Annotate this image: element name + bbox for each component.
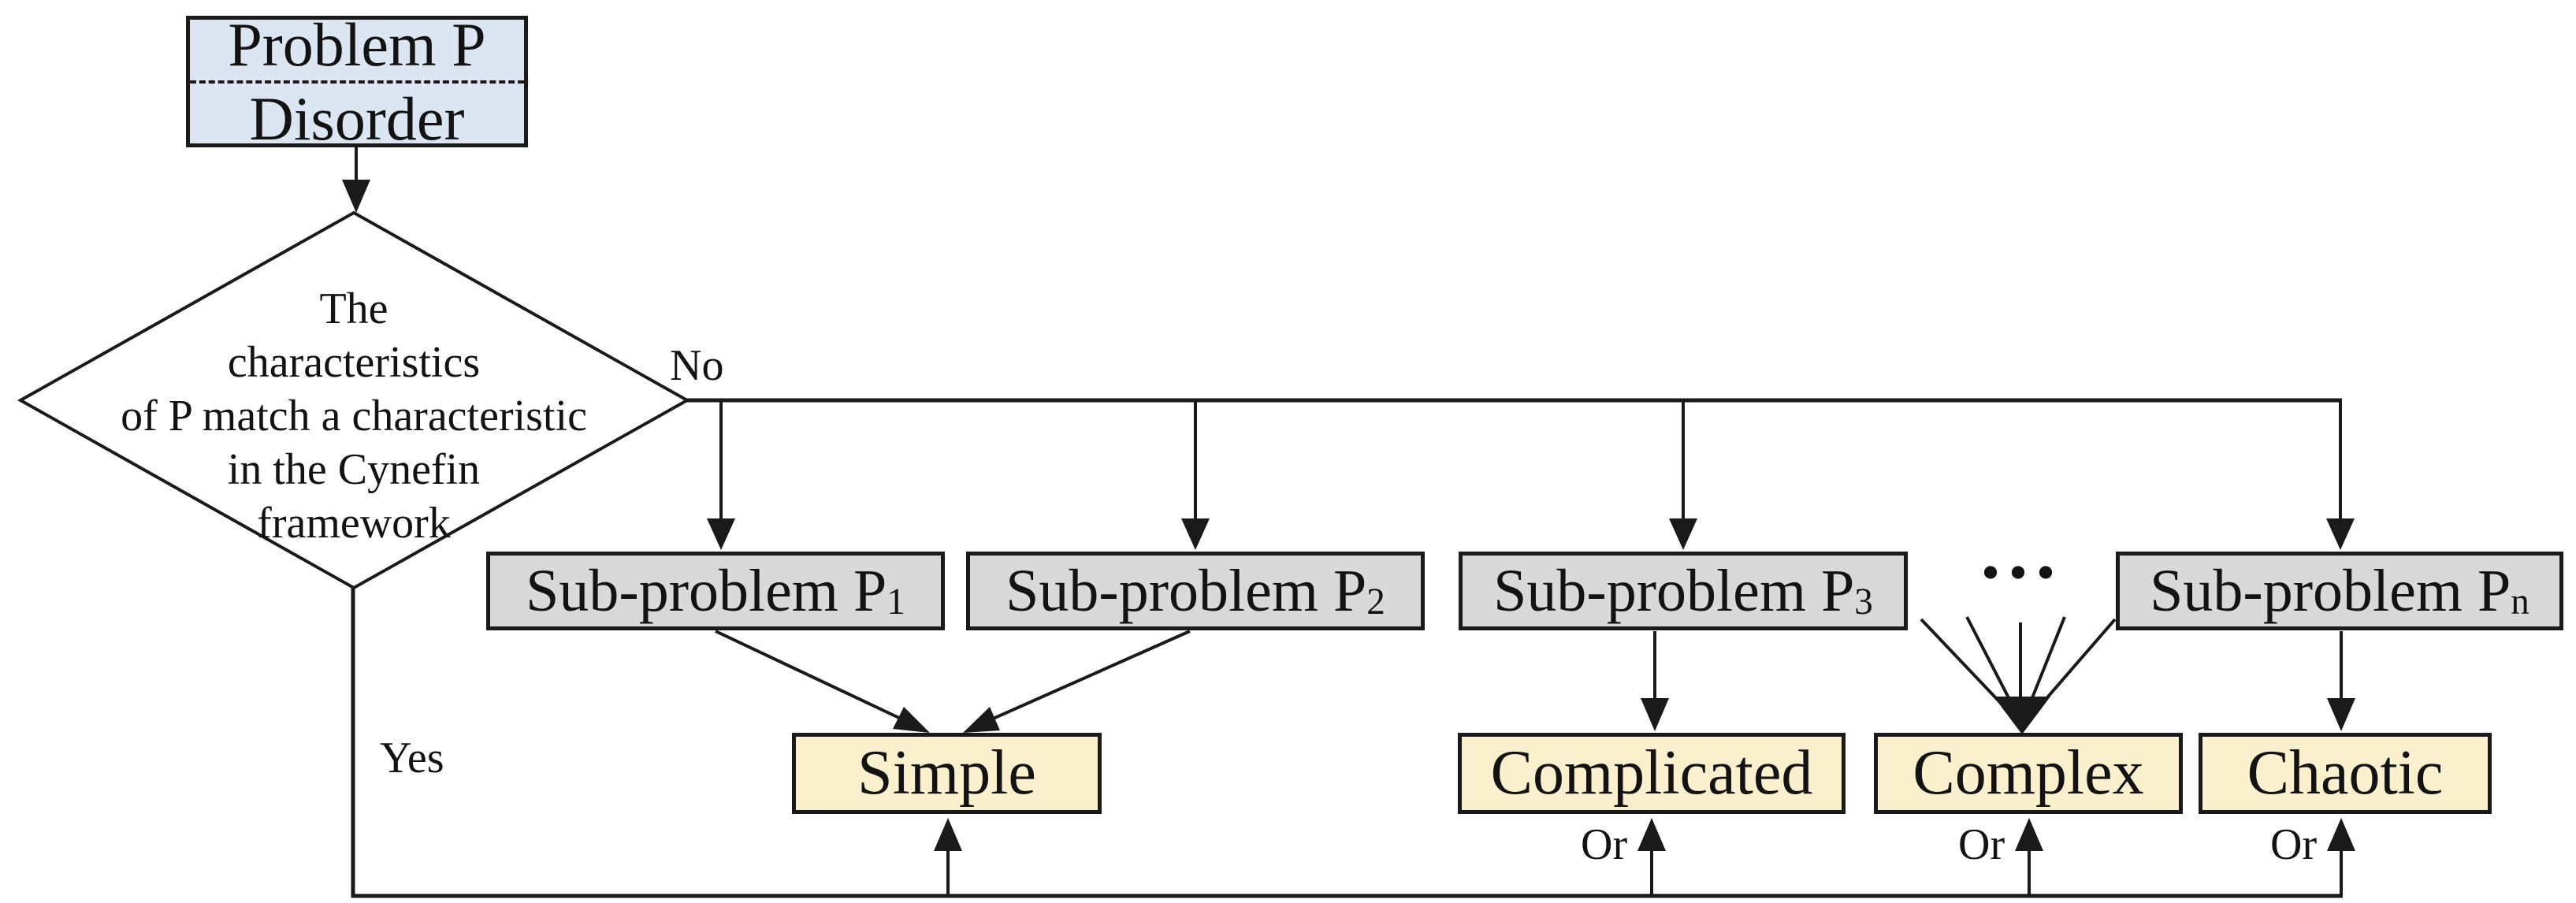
- decision-text: The characteristics of P match a charact…: [78, 282, 630, 550]
- decision-line-4: in the Cynefin: [227, 445, 481, 494]
- decision-line-2: characteristics: [227, 338, 481, 387]
- ellipsis-more-subproblems: ...: [1980, 507, 2064, 595]
- subproblem-3-box: Sub-problem P3: [1459, 552, 1908, 630]
- no-label: No: [670, 341, 724, 390]
- arrowhead-subproblem-n: [2326, 518, 2355, 550]
- edge-p1-to-simple: [715, 630, 901, 720]
- arrowhead-riser-chaotic: [2327, 818, 2355, 851]
- problem-disorder-box: Problem P Disorder: [186, 10, 528, 153]
- outcome-chaotic-label: Chaotic: [2247, 738, 2444, 808]
- fan-edge-2-to-complex: [1965, 616, 2017, 712]
- arrowhead-riser-complicated: [1637, 818, 1666, 851]
- arrowhead-pn-to-chaotic: [2327, 698, 2355, 731]
- subproblem-n-box: Sub-problem Pn: [2116, 552, 2563, 630]
- arrowhead-subproblem-2: [1181, 518, 1210, 550]
- subproblem-1-label: Sub-problem P1: [526, 557, 905, 624]
- or-label-complicated: Or: [1581, 820, 1628, 869]
- arrowhead-p2-to-simple: [963, 707, 1000, 733]
- arrowhead-p1-to-simple: [893, 707, 930, 733]
- arrowhead-riser-complex: [2015, 818, 2043, 851]
- problem-label: Problem P: [190, 9, 524, 84]
- outcome-simple-box: Simple: [792, 733, 1102, 814]
- or-label-chaotic: Or: [2270, 820, 2318, 869]
- arrowhead-riser-simple: [934, 818, 962, 851]
- subproblem-n-label: Sub-problem Pn: [2150, 557, 2530, 624]
- yes-label: Yes: [380, 734, 444, 782]
- edge-p2-to-simple: [991, 630, 1191, 721]
- outcome-complicated-label: Complicated: [1490, 738, 1813, 808]
- arrowhead-subproblem-1: [707, 518, 735, 550]
- decision-line-3: of P match a characteristic: [121, 392, 587, 440]
- fan-edge-4-to-complex: [2025, 616, 2066, 712]
- subproblem-3-label: Sub-problem P3: [1493, 557, 1873, 624]
- outcome-simple-label: Simple: [857, 738, 1036, 808]
- or-label-complex: Or: [1958, 820, 2005, 869]
- outcome-complex-label: Complex: [1912, 738, 2144, 808]
- subproblem-2-label: Sub-problem P2: [1005, 557, 1385, 624]
- disorder-label: Disorder: [249, 84, 465, 153]
- arrowhead-fan-to-complex: [1994, 697, 2050, 734]
- arrowhead-subproblem-3: [1669, 518, 1697, 550]
- arrowhead-p3-to-complicated: [1641, 698, 1669, 731]
- outcome-complex-box: Complex: [1874, 733, 2183, 814]
- subproblem-2-box: Sub-problem P2: [966, 552, 1425, 630]
- decision-line-5: framework: [257, 499, 451, 548]
- outcome-chaotic-box: Chaotic: [2199, 733, 2492, 814]
- decision-line-1: The: [319, 284, 388, 333]
- subproblem-1-box: Sub-problem P1: [486, 552, 945, 630]
- outcome-complicated-box: Complicated: [1458, 733, 1846, 814]
- arrowhead-start-to-decision: [342, 180, 370, 213]
